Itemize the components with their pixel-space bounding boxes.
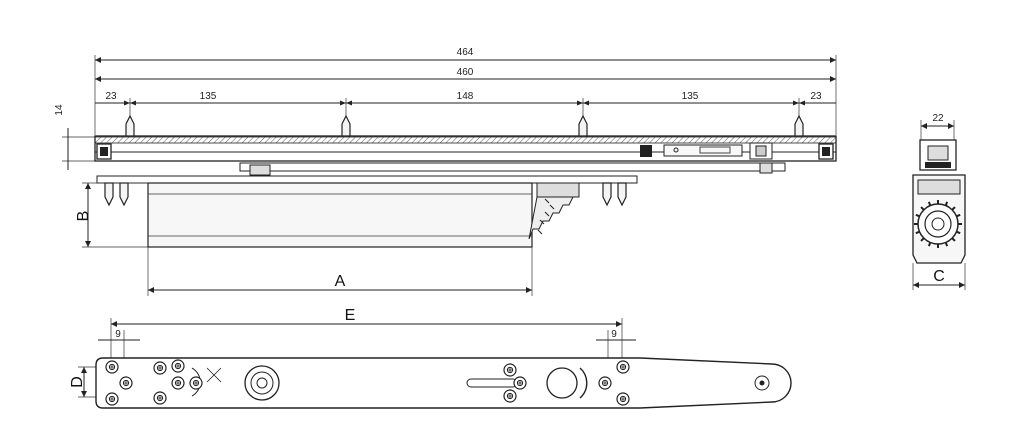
gear-tooth: [956, 213, 961, 218]
gear-tooth: [956, 230, 961, 235]
screw-hole: [171, 376, 185, 390]
label-d: D: [69, 376, 86, 388]
mounting-plate: [95, 357, 792, 409]
screw-hole: [105, 392, 119, 406]
label-e: E: [345, 307, 356, 324]
screw-hole: [616, 360, 630, 374]
side-gear-teeth: [914, 200, 962, 248]
dim-22: 22: [932, 113, 944, 124]
gear-tooth: [944, 201, 949, 206]
screw-hole: [503, 389, 517, 403]
gear-tooth: [920, 237, 925, 242]
dim-148: 148: [457, 91, 474, 102]
gear-tooth: [951, 237, 956, 242]
gear-tooth: [915, 213, 920, 218]
label-b: B: [75, 211, 92, 222]
screw-hole: [598, 376, 612, 390]
screw-hole: [105, 360, 119, 374]
dim-464: 464: [457, 47, 474, 58]
label-c: C: [933, 268, 945, 285]
dim-135-left: 135: [200, 91, 217, 102]
side-view: [912, 120, 966, 290]
dim-460: 460: [457, 67, 474, 78]
gear-tooth: [951, 206, 956, 211]
mounting-pins: [125, 114, 804, 137]
gear-tooth: [920, 206, 925, 211]
closer-cylinder: [147, 182, 533, 248]
screw-hole: [153, 361, 167, 375]
screw-hole: [189, 376, 203, 390]
dim-14: 14: [54, 104, 65, 116]
dim-b-lines: [82, 182, 148, 248]
dim-e-lines: [98, 318, 636, 360]
gear-tooth: [944, 242, 949, 247]
screw-hole: [513, 376, 527, 390]
gear-tooth: [927, 242, 932, 247]
screw-hole: [153, 391, 167, 405]
gear-tooth: [927, 201, 932, 206]
closer-arm-plate: [239, 162, 786, 176]
dim-right-23: 23: [810, 91, 822, 102]
plate-holes: [105, 359, 630, 406]
gear-tooth: [915, 230, 920, 235]
dim-bottom-right-9: 9: [611, 329, 617, 340]
dim-left-23: 23: [105, 91, 117, 102]
slide-rail: [94, 135, 837, 162]
screw-hole: [171, 359, 185, 373]
screw-hole: [119, 376, 133, 390]
dim-bottom-left-9: 9: [115, 329, 121, 340]
screw-hole: [503, 363, 517, 377]
closer-gear-head: [528, 182, 580, 240]
top-dimension-lines: [62, 55, 837, 170]
label-a: A: [335, 273, 346, 290]
dim-135-right: 135: [682, 91, 699, 102]
dim-a-lines: [147, 247, 533, 296]
screw-hole: [616, 392, 630, 406]
